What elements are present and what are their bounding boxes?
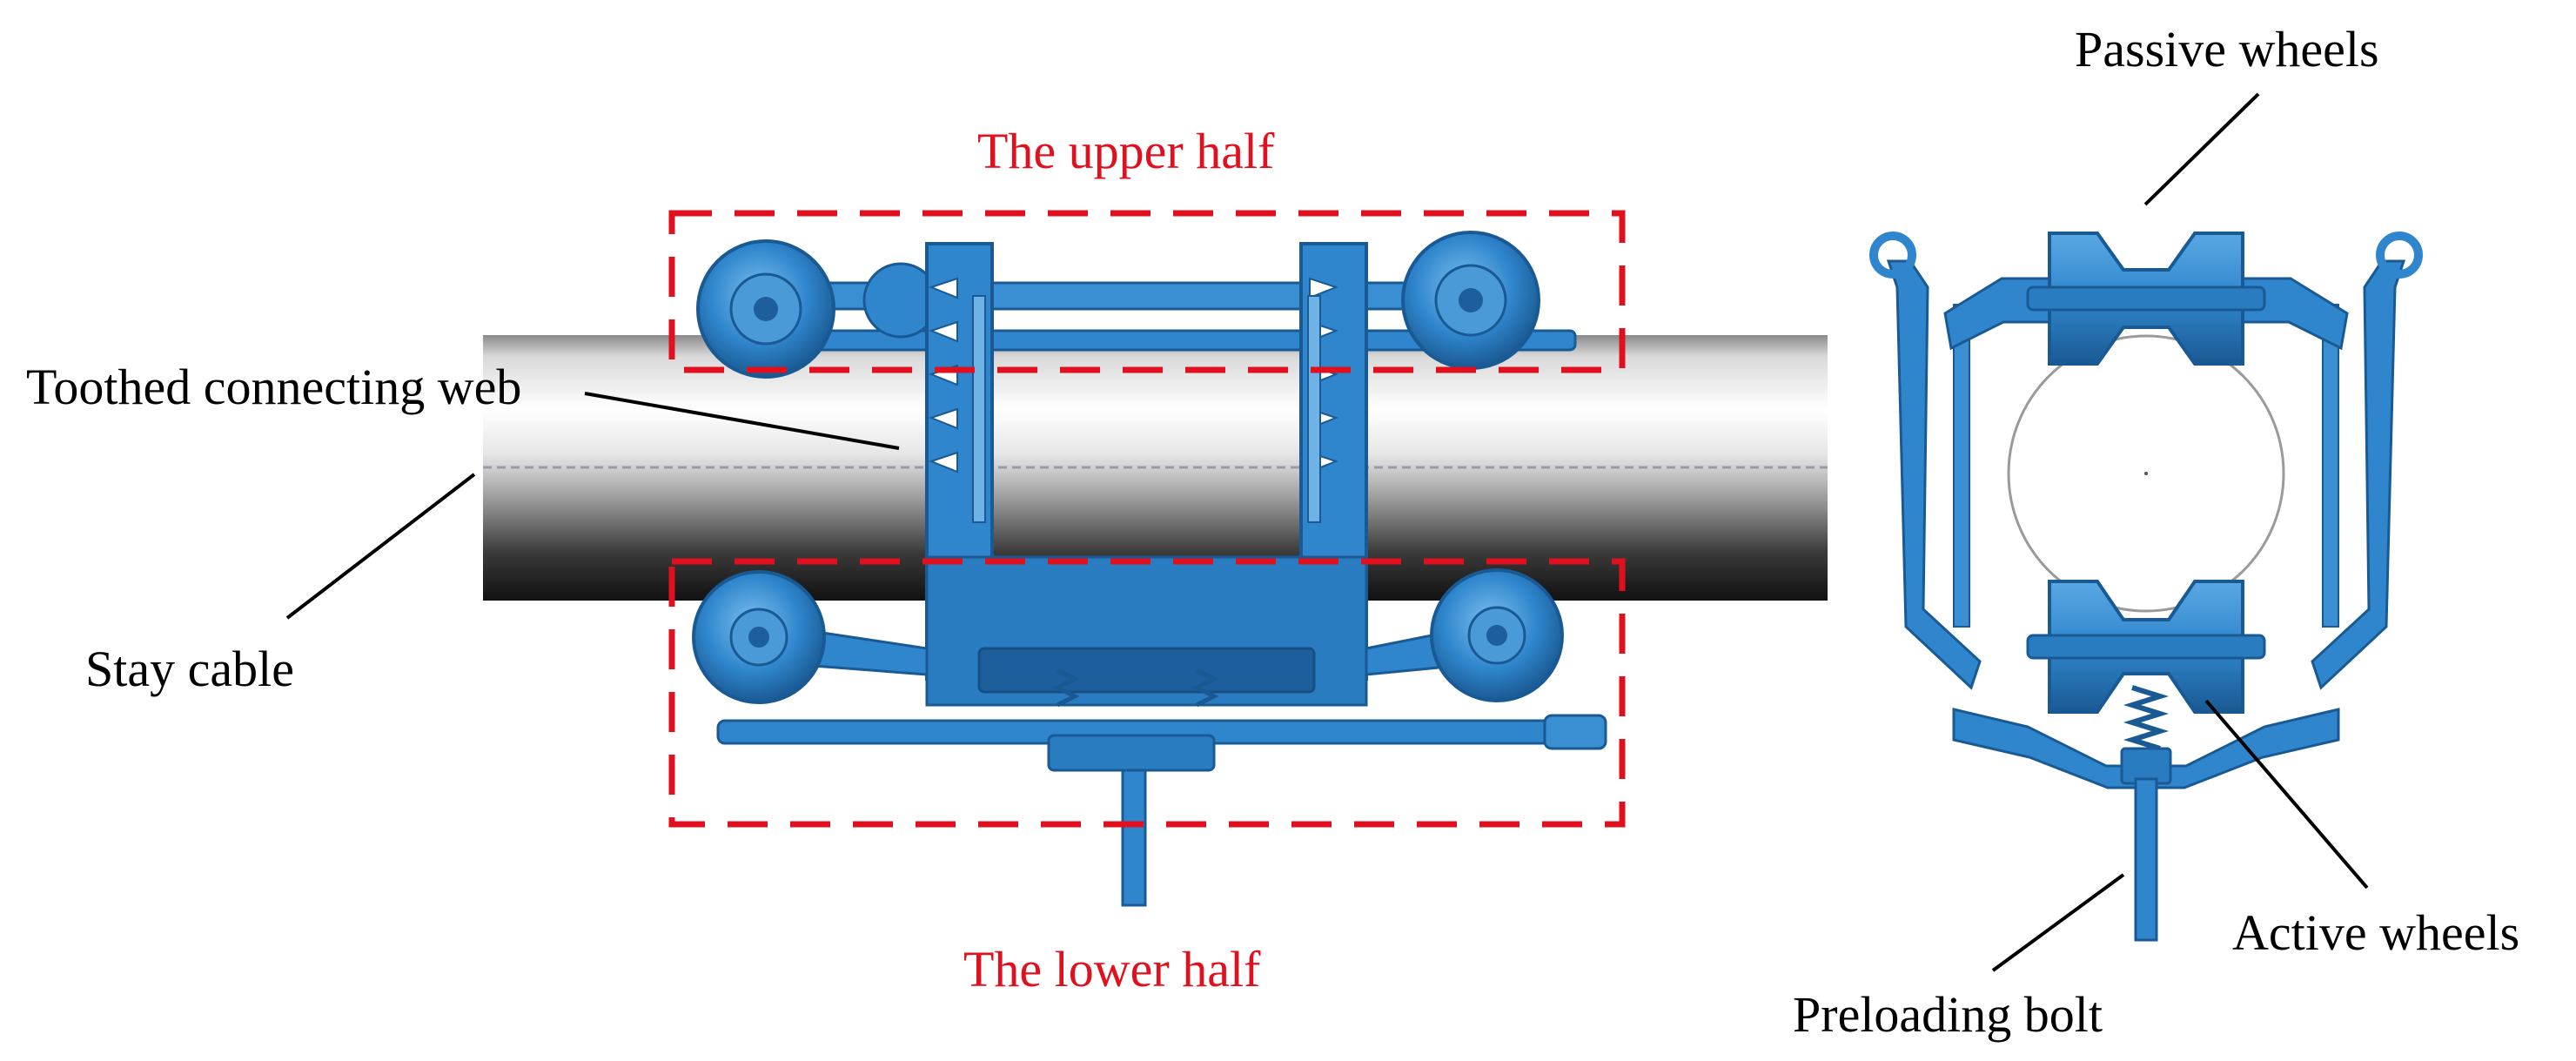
cable-center-dot xyxy=(2144,472,2148,475)
side-bolt-head xyxy=(1047,734,1216,772)
right-inner-strut xyxy=(2322,304,2339,628)
preloading-bolt-leader xyxy=(1991,873,2125,972)
front-spring xyxy=(2123,685,2170,751)
upper-half-box xyxy=(668,210,1626,373)
lower-left-wheel xyxy=(692,570,826,704)
front-view xyxy=(1869,92,2423,972)
toothed-web-left xyxy=(929,277,958,473)
preloading-bolt-label: Preloading bolt xyxy=(1793,986,2103,1043)
lower-right-wheel xyxy=(1430,568,1564,702)
left-inner-strut xyxy=(1953,304,1970,628)
frame-slot xyxy=(977,647,1316,694)
guide-left xyxy=(972,295,986,523)
left-lifting-ring xyxy=(1869,232,1916,279)
upper-right-wheel xyxy=(1401,231,1540,370)
left-arm-assembly xyxy=(1886,259,1982,690)
right-lifting-ring xyxy=(2376,232,2423,279)
upper-half-label: The upper half xyxy=(977,123,1275,179)
upper-left-wheel xyxy=(696,239,835,379)
active-wheels-leader xyxy=(2204,699,2369,890)
lower-half-box xyxy=(668,558,1626,828)
front-preloading-bolt xyxy=(2134,777,2158,942)
stay-cable-leader xyxy=(285,473,476,620)
active-wheels-label: Active wheels xyxy=(2232,904,2520,961)
passive-wheel-axle xyxy=(2026,285,2266,312)
side-springs xyxy=(1052,668,1219,708)
stay-cable-label: Stay cable xyxy=(85,641,294,697)
passive-wheels-label: Passive wheels xyxy=(2075,21,2379,77)
guide-right xyxy=(1307,295,1321,523)
toothed-web-label: Toothed connecting web xyxy=(26,359,522,415)
lower-rod-end xyxy=(1543,714,1607,750)
toothed-web-leader xyxy=(584,392,900,450)
lower-half-label: The lower half xyxy=(963,941,1261,997)
active-wheel-axle xyxy=(2026,634,2266,660)
passive-wheels-leader xyxy=(2143,92,2260,206)
side-view xyxy=(285,210,1828,907)
right-arm-assembly xyxy=(2311,259,2406,690)
